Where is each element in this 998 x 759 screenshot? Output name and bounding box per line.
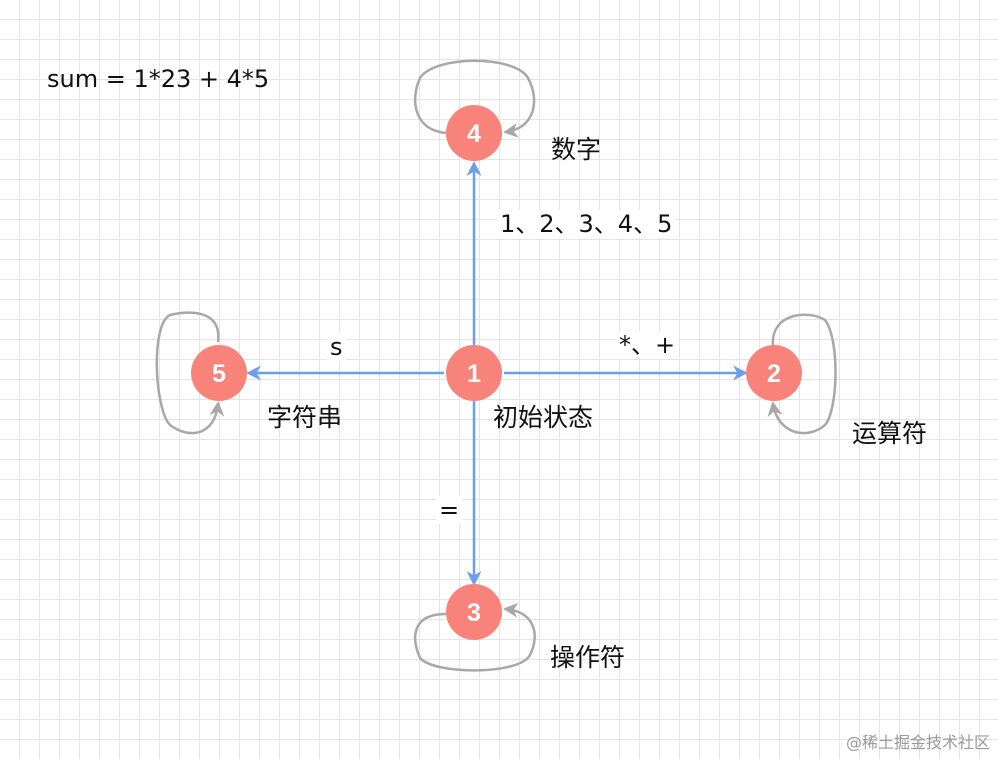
node-1: 1 — [446, 345, 502, 401]
node-3-caption: 操作符 — [550, 643, 626, 672]
node-1-caption: 初始状态 — [493, 403, 594, 432]
node-5-label: 5 — [212, 360, 226, 388]
edge-1-to-5-label: s — [327, 333, 346, 361]
node-1-label: 1 — [467, 360, 481, 388]
node-2: 2 — [746, 345, 802, 401]
self-loop-4 — [413, 59, 536, 138]
node-4-caption: 数字 — [551, 135, 602, 164]
self-loop-2 — [767, 313, 837, 435]
node-4: 4 — [446, 105, 502, 161]
watermark: @稀土掘金技术社区 — [845, 733, 990, 752]
node-2-caption: 运算符 — [852, 419, 928, 448]
edge-1-to-2-label: *、+ — [616, 331, 679, 359]
edge-1-to-3-label: = — [436, 496, 463, 524]
node-5: 5 — [191, 345, 247, 401]
node-3-label: 3 — [467, 599, 481, 627]
formula-text: sum = 1*23 + 4*5 — [47, 65, 270, 93]
self-loop-3 — [413, 602, 536, 672]
node-3: 3 — [446, 584, 502, 640]
node-2-label: 2 — [767, 360, 781, 388]
self-loop-5 — [155, 311, 225, 435]
node-4-label: 4 — [467, 120, 481, 148]
edge-1-to-4-label: 1、2、3、4、5 — [497, 210, 676, 238]
node-5-caption: 字符串 — [267, 403, 343, 432]
